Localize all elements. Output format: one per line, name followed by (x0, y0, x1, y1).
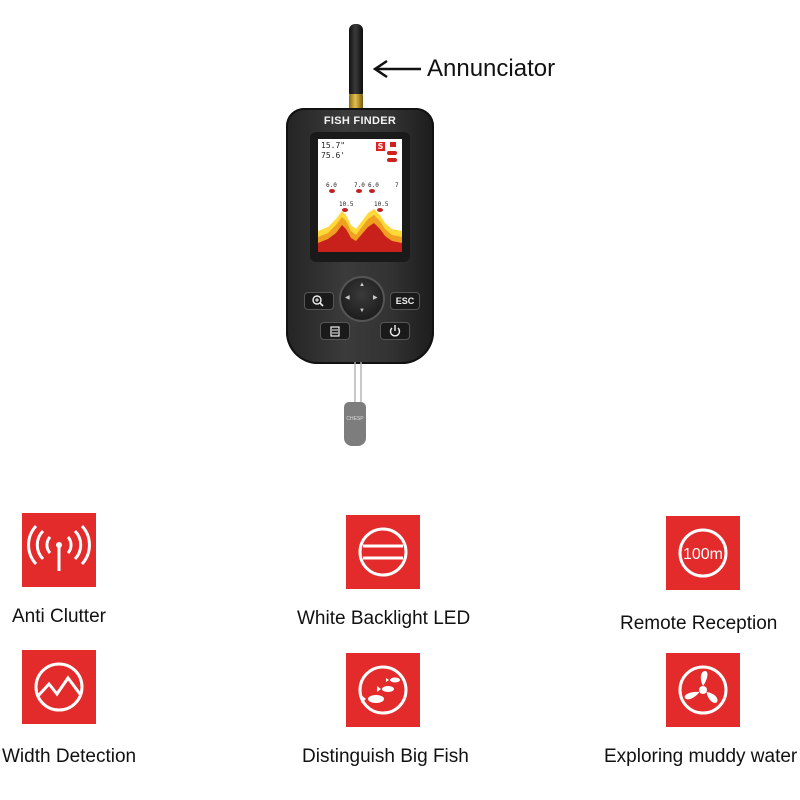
sonar-bottom-deep-layer (318, 223, 402, 252)
feature-label-white-backlight-led: White Backlight LED (297, 608, 471, 629)
fish-marker (369, 189, 375, 193)
range-icon: 100m (678, 528, 728, 578)
feature-label-distinguish-big-fish: Distinguish Big Fish (302, 746, 469, 767)
zoom-button[interactable] (304, 292, 334, 310)
power-button[interactable] (380, 322, 410, 340)
fish-marker-label: 7.0 (354, 182, 365, 189)
lanyard-tag-text: CHESP (346, 416, 364, 422)
temperature-readout: 75.6' (321, 151, 346, 160)
power-icon (389, 325, 401, 337)
feature-label-remote-reception: Remote Reception (620, 613, 778, 634)
annunciator-label: Annunciator (427, 55, 556, 82)
signal-waves-icon (27, 524, 91, 571)
menu-button[interactable] (320, 322, 350, 340)
feature-icon-anti-clutter (22, 513, 96, 587)
fish-marker-label: 6.0 (326, 182, 337, 189)
arrow-left-icon[interactable]: ◀ (345, 295, 350, 301)
feature-label-anti-clutter: Anti Clutter (12, 606, 106, 627)
device-buttons: ESC ▲ ▼ ◀ ▶ (286, 268, 434, 364)
feature-icon-remote-reception: 100m (666, 516, 740, 590)
propeller-icon (678, 665, 728, 715)
battery-icon (390, 142, 396, 147)
mode-badge: S (376, 142, 385, 151)
fish-marker (342, 208, 348, 212)
depth-readout: 15.7" (321, 141, 346, 150)
lanyard (354, 362, 362, 402)
menu-icon (330, 326, 340, 337)
fish-marker-label: 10.5 (339, 201, 354, 208)
fish-marker (329, 189, 335, 193)
antenna-connector (349, 94, 363, 110)
direction-pad[interactable]: ▲ ▼ ◀ ▶ (339, 276, 385, 322)
width-detection-icon (34, 662, 84, 712)
fish-alarm-icon (387, 151, 397, 155)
fish-marker-label: 10.5 (374, 201, 389, 208)
esc-button[interactable]: ESC (390, 292, 420, 310)
feature-icon-distinguish-big-fish (346, 653, 420, 727)
fish-marker (377, 208, 383, 212)
fish-marker (356, 189, 362, 193)
feature-label-exploring-muddy-water: Exploring muddy water (604, 746, 798, 767)
feature-icon-exploring-muddy-water (666, 653, 740, 727)
antenna (349, 24, 363, 96)
arrow-left-icon (372, 59, 421, 79)
device-brand: FISH FINDER (323, 115, 397, 127)
range-icon-text: 100m (683, 546, 723, 563)
sonar-display (318, 139, 402, 252)
fish-marker-label: 7 (395, 182, 399, 189)
sonar-screen: 15.7" 75.6' S 6.0 7.0 6.0 7 10.5 10.5 (318, 139, 402, 252)
arrow-up-icon[interactable]: ▲ (359, 282, 365, 288)
feature-icon-white-backlight-led (346, 515, 420, 589)
fish-marker-label: 6.0 (368, 182, 379, 189)
screen-bezel: 15.7" 75.6' S 6.0 7.0 6.0 7 10.5 10.5 (310, 132, 410, 262)
arrow-right-icon[interactable]: ▶ (373, 295, 378, 301)
fish-icon (358, 665, 408, 715)
lanyard-tag: CHESP (344, 402, 366, 446)
feature-icon-width-detection (22, 650, 96, 724)
feature-label-width-detection: Width Detection (2, 746, 137, 767)
backlight-icon (358, 527, 408, 577)
zoom-in-icon (312, 295, 324, 307)
depth-alarm-icon (387, 158, 397, 162)
arrow-down-icon[interactable]: ▼ (359, 308, 365, 314)
